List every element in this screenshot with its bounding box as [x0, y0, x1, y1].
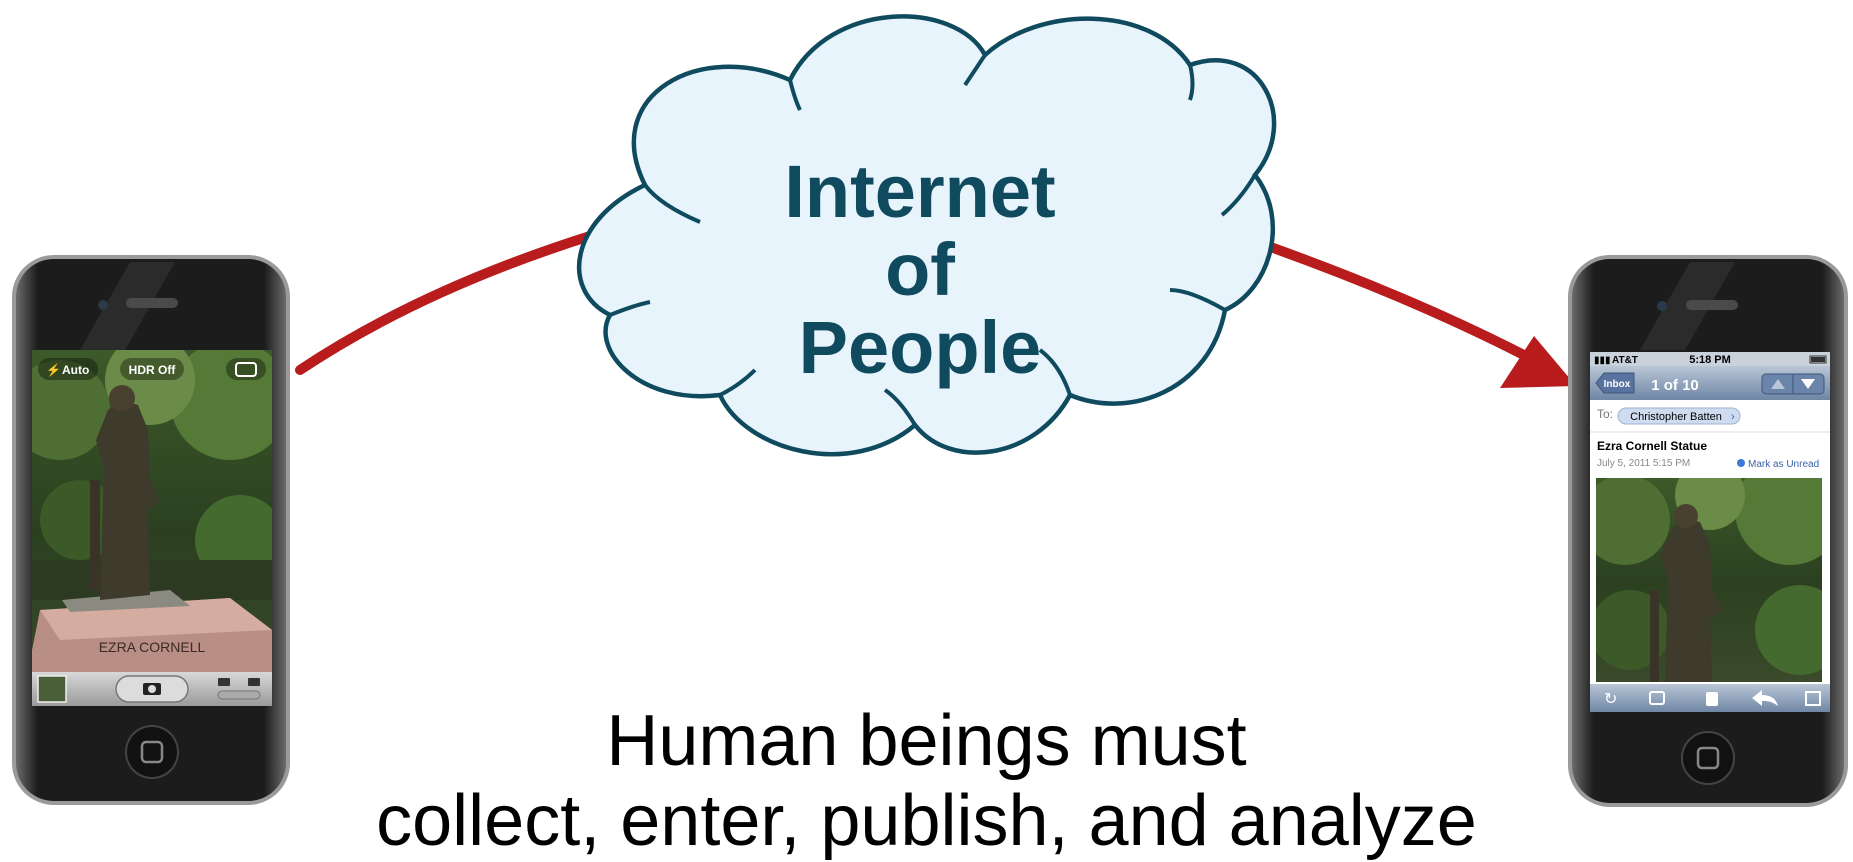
- diagram-canvas: EZRA CORNELL ⚡ Auto HDR Off ▮▮▮ AT&T 5:1…: [12, 14, 1848, 807]
- trash-icon[interactable]: [1706, 692, 1718, 706]
- cloud-shape: [576, 14, 1277, 457]
- home-square-icon: [140, 740, 164, 764]
- hdr-toggle[interactable]: HDR Off: [129, 363, 177, 377]
- inbox-back-button[interactable]: [1595, 372, 1635, 394]
- next-message-icon[interactable]: [1801, 379, 1815, 389]
- unread-dot-icon: [1737, 459, 1745, 467]
- attached-photo: [1596, 478, 1822, 682]
- arrowhead: [1500, 336, 1576, 388]
- arrow-to-cloud: [295, 231, 595, 375]
- left-phone: EZRA CORNELL ⚡ Auto HDR Off: [12, 255, 290, 805]
- recipient-name[interactable]: Christopher Batten: [1630, 411, 1722, 423]
- battery-icon: [1809, 355, 1827, 364]
- cloud-title-line2: of: [885, 228, 955, 311]
- flash-icon[interactable]: ⚡: [46, 363, 61, 377]
- home-button: [1681, 731, 1735, 785]
- switch-camera-icon: [235, 362, 257, 377]
- camera-roll-thumbnail: [37, 675, 67, 703]
- speaker-icon: [126, 298, 178, 308]
- compose-icon[interactable]: [1805, 691, 1821, 706]
- recipient-chip[interactable]: [1617, 407, 1741, 425]
- to-label: To:: [1597, 407, 1613, 421]
- mark-unread-link[interactable]: Mark as Unread: [1748, 459, 1819, 470]
- front-camera-icon: [1657, 301, 1667, 311]
- chevron-right-icon: ›: [1731, 411, 1735, 423]
- folder-icon[interactable]: [1649, 691, 1665, 705]
- photo-mode-icon: [218, 678, 230, 686]
- statue-photo: EZRA CORNELL: [32, 350, 272, 706]
- carrier-label: AT&T: [1612, 355, 1638, 366]
- plaque-text: EZRA CORNELL: [99, 639, 206, 655]
- home-button: [125, 725, 179, 779]
- cloud-title-line3: People: [798, 306, 1042, 389]
- right-phone: ▮▮▮ AT&T 5:18 PM Inbox 1 of 10 To: Chris…: [1568, 255, 1848, 807]
- email-subject: Ezra Cornell Statue: [1597, 439, 1707, 453]
- email-date: July 5, 2011 5:15 PM: [1597, 458, 1690, 469]
- video-mode-icon: [248, 678, 260, 686]
- previous-message-icon[interactable]: [1771, 379, 1785, 389]
- inbox-back-label[interactable]: Inbox: [1604, 379, 1631, 390]
- reply-icon[interactable]: [1752, 690, 1778, 706]
- refresh-icon[interactable]: ↻: [1604, 691, 1617, 708]
- message-counter: 1 of 10: [1651, 377, 1699, 394]
- status-time: 5:18 PM: [1689, 354, 1731, 366]
- home-square-icon: [1696, 746, 1720, 770]
- front-camera-icon: [98, 300, 108, 310]
- carrier-signal-icon: ▮▮▮: [1594, 355, 1611, 366]
- caption-line1: Human beings must: [606, 701, 1247, 781]
- cloud-title-line1: Internet: [784, 150, 1056, 233]
- arrow-from-cloud: [1257, 239, 1550, 371]
- speaker-icon: [1686, 300, 1738, 310]
- caption-line2: collect, enter, publish, and analyze: [376, 781, 1477, 861]
- mode-switch: [217, 690, 261, 700]
- flash-mode-label[interactable]: Auto: [62, 363, 89, 377]
